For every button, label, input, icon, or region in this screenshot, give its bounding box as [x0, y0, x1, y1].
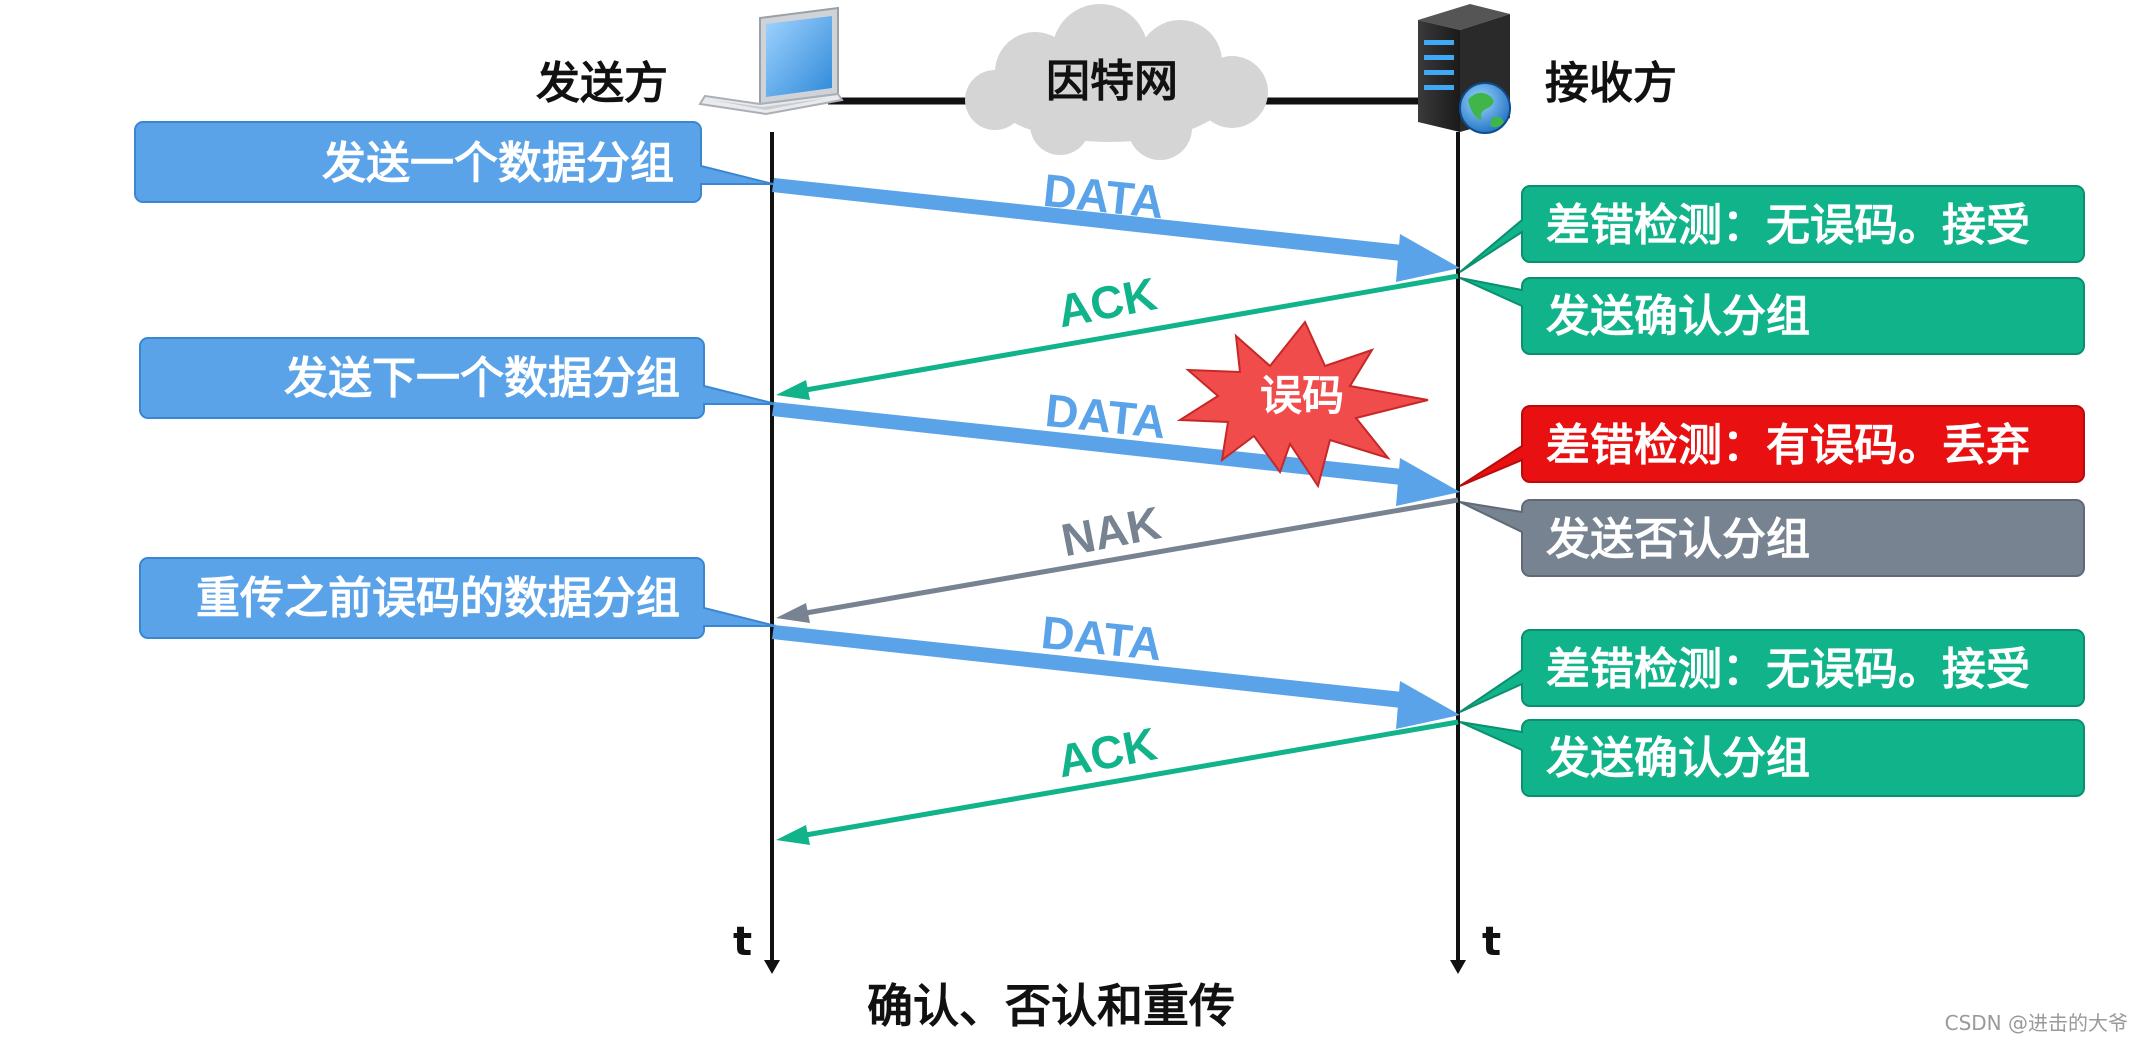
- message-arrow: DATA: [772, 384, 1460, 506]
- receiver-callout: 差错检测：有误码。丢弃: [1459, 405, 2085, 487]
- receiver-callout-text: 发送确认分组: [1546, 291, 1810, 342]
- error-burst-label: 误码: [1260, 371, 1344, 420]
- sender-callout-text: 发送下一个数据分组: [284, 353, 680, 404]
- receiver-callout-text: 差错检测：有误码。丢弃: [1546, 420, 2030, 471]
- message-label: ACK: [1053, 267, 1161, 337]
- receiver-timeline: [1450, 132, 1466, 974]
- error-burst-icon: 误码: [1176, 320, 1429, 489]
- sender-timeline: [764, 132, 780, 974]
- network-label: 因特网: [1046, 56, 1178, 107]
- message-arrow: DATA: [772, 164, 1460, 282]
- receiver-callout-text: 差错检测：无误码。接受: [1546, 200, 2030, 251]
- receiver-callout: 发送确认分组: [1459, 719, 2085, 797]
- message-label: DATA: [1039, 606, 1165, 670]
- watermark: CSDN @进击的大爷: [1945, 1011, 2128, 1035]
- cloud-icon: [965, 4, 1268, 160]
- sender-time-label: t: [733, 919, 752, 965]
- receiver-callout: 差错检测：无误码。接受: [1459, 629, 2085, 713]
- receiver-callout-text: 差错检测：无误码。接受: [1546, 644, 2030, 695]
- receiver-label: 接收方: [1545, 58, 1677, 109]
- receiver-callout: 发送确认分组: [1459, 277, 2085, 355]
- message-arrow: NAK: [776, 496, 1459, 623]
- laptop-icon: [698, 6, 844, 116]
- sender-label: 发送方: [536, 58, 668, 109]
- receiver-callout: 差错检测：无误码。接受: [1459, 185, 2085, 273]
- server-icon: [1418, 4, 1511, 134]
- message-label: DATA: [1043, 384, 1169, 448]
- sender-callout-text: 重传之前误码的数据分组: [196, 573, 680, 624]
- sender-callout: 发送一个数据分组: [134, 121, 774, 203]
- diagram-caption: 确认、否认和重传: [867, 979, 1235, 1033]
- receiver-callout: 发送否认分组: [1459, 499, 2085, 577]
- message-label: DATA: [1041, 164, 1167, 228]
- message-arrow: DATA: [772, 606, 1460, 729]
- message-arrow: ACK: [776, 717, 1459, 845]
- receiver-callout-text: 发送否认分组: [1546, 514, 1810, 565]
- sender-callout: 重传之前误码的数据分组: [139, 557, 777, 639]
- message-arrow: ACK: [776, 267, 1459, 400]
- receiver-callout-text: 发送确认分组: [1546, 733, 1810, 784]
- sender-callout-text: 发送一个数据分组: [322, 138, 674, 189]
- receiver-time-label: t: [1482, 919, 1501, 965]
- sender-callout: 发送下一个数据分组: [139, 337, 777, 419]
